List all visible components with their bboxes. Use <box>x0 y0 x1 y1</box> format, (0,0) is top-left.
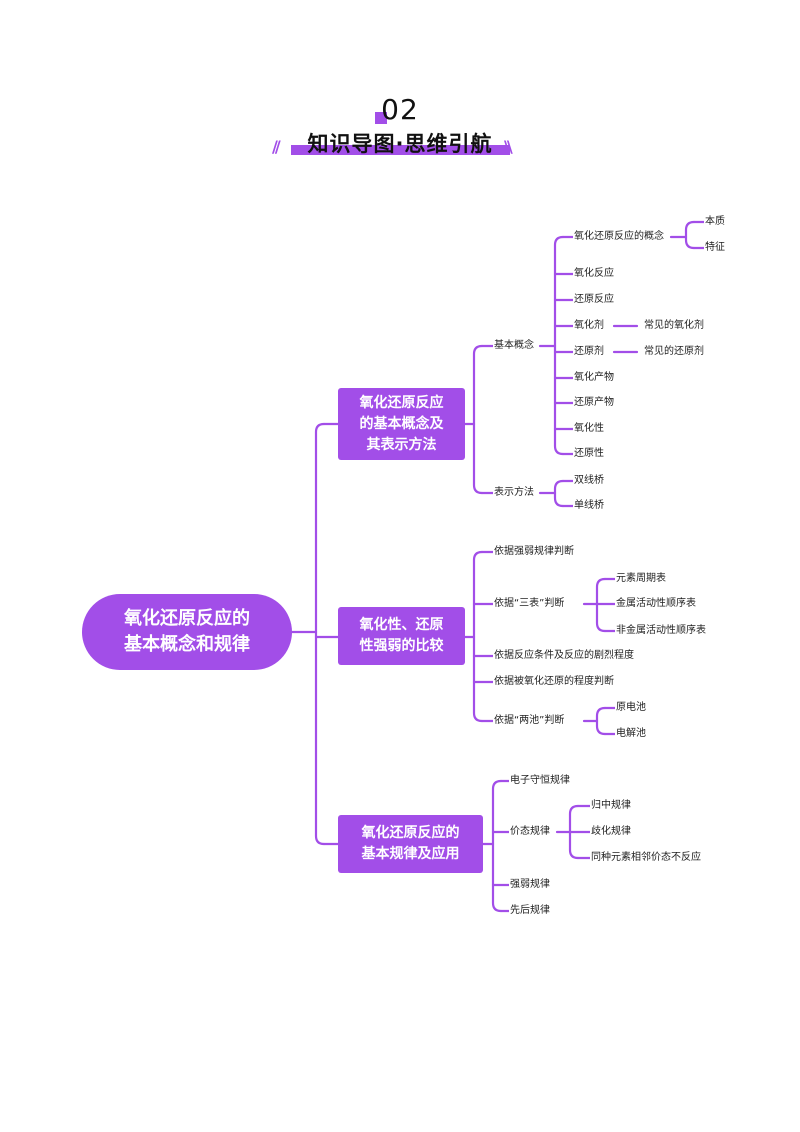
concept-essence: 本质 <box>704 215 726 229</box>
table-nonmetal-activity: 非金属活动性顺序表 <box>615 624 707 638</box>
cell-galvanic: 原电池 <box>615 701 647 715</box>
concept-reductant: 还原剂 <box>573 345 605 359</box>
table-metal-activity: 金属活动性顺序表 <box>615 597 697 611</box>
compare-strength-law: 依据强弱规律判断 <box>493 545 575 559</box>
branch-node-strength-comparison: 氧化性、还原 性强弱的比较 <box>338 607 465 665</box>
connector-two-spine <box>595 706 607 736</box>
connector-b3-spine <box>491 779 503 913</box>
concept-oxidation-product: 氧化产物 <box>573 371 615 385</box>
compare-two-cells: 依据“两池”判断 <box>493 714 566 728</box>
concept-common-oxidants: 常见的氧化剂 <box>643 319 705 333</box>
concept-oxidation-reaction: 氧化反应 <box>573 267 615 281</box>
compare-reaction-conditions: 依据反应条件及反应的剧烈程度 <box>493 649 635 663</box>
valence-disproportionation: 歧化规律 <box>590 825 632 839</box>
repr-double-line-bridge: 双线桥 <box>573 474 605 488</box>
concept-reducing-property: 还原性 <box>573 447 605 461</box>
law-strength: 强弱规律 <box>509 878 551 892</box>
connector-b2-spine <box>472 550 484 723</box>
section-number-accent <box>375 112 387 124</box>
connector-basic-spine <box>553 235 565 456</box>
branch-node-label: 氧化还原反应 的基本概念及 其表示方法 <box>359 394 444 453</box>
branch-node-laws: 氧化还原反应的 基本规律及应用 <box>338 815 483 873</box>
concept-common-reductants: 常见的还原剂 <box>643 345 705 359</box>
law-valence: 价态规律 <box>509 825 551 839</box>
compare-redox-degree: 依据被氧化还原的程度判断 <box>493 675 615 689</box>
repr-single-line-bridge: 单线桥 <box>573 499 605 513</box>
branch-node-basic-concepts: 氧化还原反应 的基本概念及 其表示方法 <box>338 388 465 460</box>
connector-b1-spine <box>472 344 484 495</box>
section-title: 知识导图·思维引航 <box>307 132 493 156</box>
topic-representation: 表示方法 <box>493 486 535 500</box>
law-electron-conservation: 电子守恒规律 <box>509 774 571 788</box>
valence-adjacent-no-reaction: 同种元素相邻价态不反应 <box>590 851 702 865</box>
concept-oxidant: 氧化剂 <box>573 319 605 333</box>
topic-basic-concepts: 基本概念 <box>493 339 535 353</box>
concept-oxidizing-property: 氧化性 <box>573 422 605 436</box>
title-underline-bar <box>291 145 510 155</box>
cell-electrolytic: 电解池 <box>615 727 647 741</box>
valence-comproportionation: 归中规律 <box>590 799 632 813</box>
law-sequence: 先后规律 <box>509 904 551 918</box>
concept-reduction-reaction: 还原反应 <box>573 293 615 307</box>
concept-feature: 特征 <box>704 241 726 255</box>
concept-reduction-product: 还原产物 <box>573 396 615 410</box>
compare-three-tables: 依据“三表”判断 <box>493 597 566 611</box>
concept-redox-definition: 氧化还原反应的概念 <box>573 230 665 244</box>
table-periodic: 元素周期表 <box>615 572 667 586</box>
connector-root-spine <box>314 422 326 846</box>
connector-repr-spine <box>553 479 565 508</box>
root-node-label: 氧化还原反应的 基本概念和规律 <box>124 608 250 655</box>
connector-concept-spine <box>684 220 696 250</box>
right-slash-decoration: \\ <box>504 137 513 156</box>
section-number: 02 <box>381 93 419 126</box>
branch-node-label: 氧化性、还原 性强弱的比较 <box>359 617 444 654</box>
mindmap-root-node: 氧化还原反应的 基本概念和规律 <box>82 594 292 670</box>
left-slash-decoration: // <box>272 137 281 156</box>
branch-node-label: 氧化还原反应的 基本规律及应用 <box>361 825 460 862</box>
